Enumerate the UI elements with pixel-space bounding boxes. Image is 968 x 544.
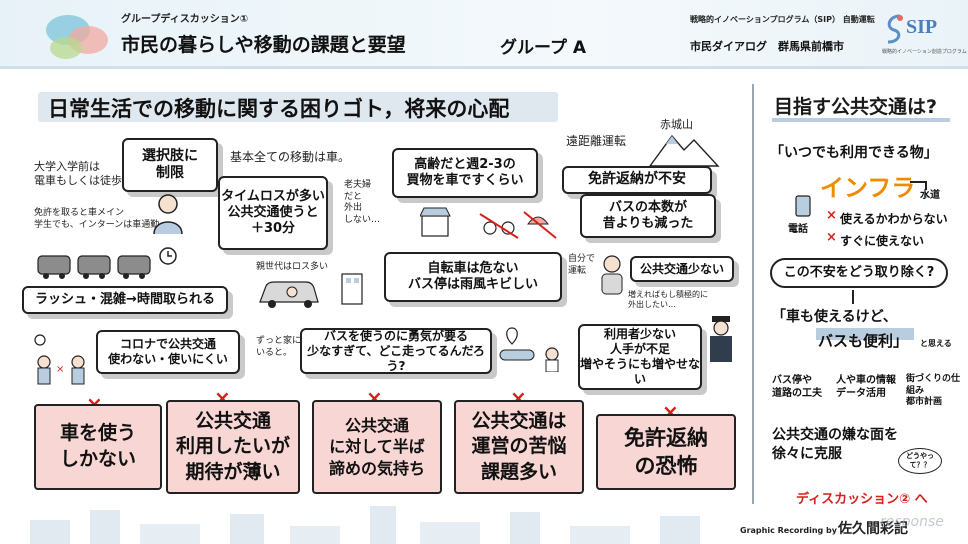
conclusion-box-5: 免許返納 の恐怖	[596, 414, 736, 490]
note-oya: 親世代はロス多い	[256, 262, 329, 272]
watermark: response	[880, 514, 944, 530]
bubble-bus-honsu: バスの本数が 昔よりも減った	[580, 194, 716, 238]
bus-stop-person-icon	[499, 327, 559, 372]
banner-bg	[38, 92, 558, 122]
speech-bubbles-icon	[46, 15, 108, 59]
group-label: グループ A	[500, 38, 587, 58]
virus-people-icon: ×	[34, 334, 85, 385]
bubble-corona: コロナで公共交通 使わない・使いにくい	[96, 330, 240, 374]
quote2-line2: バスも便利」	[818, 332, 909, 350]
quote2-line1: 「車も使えるけど、	[772, 309, 897, 325]
idea-1: バス停や 道路の工夫	[772, 375, 822, 399]
note-fueru: 増えればもし積極的に 外出したい…	[628, 290, 708, 310]
clock-icon	[159, 247, 177, 265]
issue-1: 使えるかわからない	[840, 212, 948, 226]
title-underline	[772, 118, 950, 122]
header-subtitle: グループディスカッション①	[121, 14, 249, 25]
sip-logo-mark-icon	[887, 14, 903, 44]
douyatte-bubble: どうやって？？	[898, 448, 942, 474]
bubble-rush: ラッシュ・混雑→時間取られる	[22, 286, 228, 314]
mountain-icon	[648, 134, 720, 167]
banner-title: 日常生活での移動に関する困りゴト，将来の心配	[48, 97, 510, 121]
header-divider	[0, 66, 968, 69]
denwa-label: 電話	[788, 224, 808, 235]
suido-label: 水道	[920, 190, 940, 201]
person-thinking-icon	[153, 194, 183, 235]
shopping-icons	[420, 207, 557, 239]
header-bar	[0, 0, 968, 66]
faucet-icon	[910, 181, 928, 198]
conclusion-box-1: 車を使う しかない	[34, 404, 162, 490]
bubble-sentakushi: 選択肢に 制限	[122, 138, 218, 192]
idea-3: 街づくりの仕組み 都市計画	[906, 374, 961, 408]
credit-label: Graphic Recording by	[740, 526, 837, 535]
artist-name: 佐久間彩記	[838, 521, 908, 537]
note-kihon: 基本全ての移動は車。	[230, 150, 351, 164]
sip-logo: SIP 戦略的イノベーション創造プログラム	[880, 10, 967, 60]
arrow-line	[852, 290, 854, 304]
cross-1: ×	[826, 208, 837, 223]
panel-divider	[752, 84, 754, 504]
conclusion-box-3: 公共交通 に対して半ば 諦めの気持ち	[312, 400, 442, 494]
phone-icon	[795, 195, 811, 217]
bubble-timeloss: タイムロスが多い 公共交通使うと ＋30分	[218, 176, 328, 250]
kokufuku-text: 公共交通の嫌な面を 徐々に克服	[772, 427, 898, 462]
bubble-henno: 免許返納が不安	[562, 166, 712, 194]
idea-2: 人や車の情報 データ活用	[836, 375, 896, 399]
question-bubble: この不安をどう取り除く?	[770, 258, 948, 288]
elderly-person-icon	[601, 255, 623, 295]
note-roujin: 老夫婦 だと 外出 しない…	[344, 180, 381, 226]
note-menkyo: 免許を取ると車メイン 学生でも、インターンは車通勤	[34, 208, 160, 230]
cross-2: ×	[826, 230, 837, 245]
note-akagi: 赤城山	[660, 118, 693, 131]
bubble-kokyo-sukunai: 公共交通少ない	[630, 256, 734, 282]
dialog-label: 市民ダイアログ 群馬県前橋市	[690, 40, 844, 53]
note-zutto: ずっと家に いると。	[256, 336, 302, 358]
issue-2: すぐに使えない	[840, 234, 925, 248]
bus-driver-icon	[710, 316, 732, 362]
bubble-jitensha: 自転車は危ない バス停は雨風キビしい	[384, 252, 562, 302]
city-skyline	[30, 506, 700, 544]
bubble-riyosha: 利用者少ない 人手が不足 増やそうにも増やせない	[578, 324, 702, 390]
quote2-highlight	[816, 328, 914, 340]
omou-label: と思える	[920, 339, 952, 348]
next-discussion: ディスカッション② へ	[796, 492, 928, 507]
sip-logo-sub: 戦略的イノベーション創造プログラム	[882, 49, 967, 55]
traffic-cars-icon	[37, 255, 151, 279]
note-jibun: 自分で 運転	[568, 254, 596, 276]
bubble-koureisha: 高齢だと週2-3の 買物を車ですくらい	[392, 148, 538, 198]
panel-title: 目指す公共交通は?	[774, 96, 938, 118]
sip-logo-text: SIP	[906, 16, 938, 38]
program-label: 戦略的イノベーションプログラム（SIP） 自動運転	[690, 15, 875, 24]
conclusion-box-2: 公共交通 利用したいが 期待が薄い	[166, 400, 300, 494]
quote-itsudemo: 「いつでも利用できる物」	[770, 145, 938, 161]
car-family-icon	[259, 273, 363, 308]
bubble-bus-yuuki: バスを使うのに勇気が要る 少なすぎて、どこ走ってるんだろう?	[300, 328, 492, 374]
note-daigaku: 大学入学前は 電車もしくは徒歩	[34, 160, 122, 188]
note-enkyori: 遠距離運転	[566, 134, 627, 148]
infra-label: インフラ	[820, 174, 916, 202]
svg-text:×: ×	[56, 364, 64, 375]
page-title: 市民の暮らしや移動の課題と要望	[121, 34, 406, 56]
conclusion-box-4: 公共交通は 運営の苦悩 課題多い	[454, 400, 584, 494]
